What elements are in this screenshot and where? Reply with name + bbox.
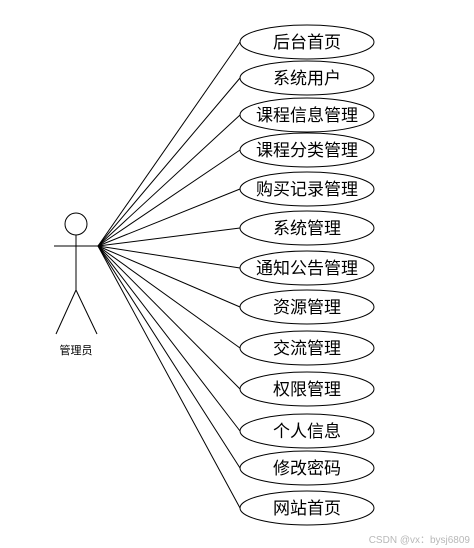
use-case-4-label: 课程分类管理 bbox=[256, 141, 358, 161]
use-case-4-ellipse bbox=[239, 132, 375, 168]
use-case-9-label: 交流管理 bbox=[273, 339, 341, 359]
association-line-4 bbox=[97, 149, 241, 247]
use-case-1: 后台首页 bbox=[239, 24, 375, 60]
use-case-5-label: 购买记录管理 bbox=[256, 180, 358, 200]
use-case-2: 系统用户 bbox=[239, 60, 375, 96]
association-line-10 bbox=[97, 245, 241, 390]
use-case-10: 权限管理 bbox=[239, 371, 375, 407]
use-case-7: 通知公告管理 bbox=[239, 250, 375, 286]
use-case-10-ellipse bbox=[239, 371, 375, 407]
actor-head bbox=[64, 212, 88, 236]
watermark: CSDN @vx：bysj6809 bbox=[368, 535, 470, 546]
use-case-2-label: 系统用户 bbox=[273, 69, 341, 89]
use-case-7-label: 通知公告管理 bbox=[256, 259, 358, 279]
actor-right-leg bbox=[75, 289, 98, 335]
use-case-3-label: 课程信息管理 bbox=[256, 106, 358, 126]
use-case-12-label: 修改密码 bbox=[273, 459, 341, 479]
use-case-9-ellipse bbox=[239, 330, 375, 366]
use-case-list: 后台首页系统用户课程信息管理课程分类管理购买记录管理系统管理通知公告管理资源管理… bbox=[239, 24, 375, 526]
actor-left-leg bbox=[55, 289, 77, 335]
association-line-12 bbox=[97, 245, 241, 469]
association-line-9 bbox=[97, 245, 241, 349]
use-case-2-ellipse bbox=[239, 60, 375, 96]
association-line-2 bbox=[97, 77, 241, 247]
use-case-8-ellipse bbox=[239, 289, 375, 325]
use-case-5-ellipse bbox=[239, 171, 375, 207]
association-line-3 bbox=[97, 114, 241, 247]
use-case-6: 系统管理 bbox=[239, 210, 375, 246]
use-case-3: 课程信息管理 bbox=[239, 97, 375, 133]
use-case-11-ellipse bbox=[239, 413, 375, 449]
association-line-13 bbox=[97, 245, 241, 509]
association-line-11 bbox=[97, 245, 241, 432]
association-line-7 bbox=[97, 245, 241, 269]
use-case-10-label: 权限管理 bbox=[273, 380, 341, 400]
use-case-1-label: 后台首页 bbox=[273, 33, 341, 53]
use-case-1-ellipse bbox=[239, 24, 375, 60]
association-line-8 bbox=[97, 245, 241, 308]
use-case-13-label: 网站首页 bbox=[273, 499, 341, 519]
association-line-6 bbox=[97, 227, 241, 247]
actor-label: 管理员 bbox=[59, 344, 93, 357]
use-case-9: 交流管理 bbox=[239, 330, 375, 366]
use-case-11-label: 个人信息 bbox=[273, 422, 341, 442]
use-case-5: 购买记录管理 bbox=[239, 171, 375, 207]
use-case-13: 网站首页 bbox=[239, 490, 375, 526]
use-case-6-ellipse bbox=[239, 210, 375, 246]
use-case-8-label: 资源管理 bbox=[273, 298, 341, 318]
use-case-6-label: 系统管理 bbox=[273, 219, 341, 239]
use-case-11: 个人信息 bbox=[239, 413, 375, 449]
association-line-5 bbox=[97, 188, 241, 247]
use-case-3-ellipse bbox=[239, 97, 375, 133]
use-case-12-ellipse bbox=[239, 450, 375, 486]
use-case-4: 课程分类管理 bbox=[239, 132, 375, 168]
actor-figure bbox=[54, 212, 98, 335]
use-case-12: 修改密码 bbox=[239, 450, 375, 486]
use-case-8: 资源管理 bbox=[239, 289, 375, 325]
use-case-13-ellipse bbox=[239, 490, 375, 526]
association-line-1 bbox=[97, 41, 241, 247]
use-case-7-ellipse bbox=[239, 250, 375, 286]
association-lines bbox=[97, 41, 241, 509]
